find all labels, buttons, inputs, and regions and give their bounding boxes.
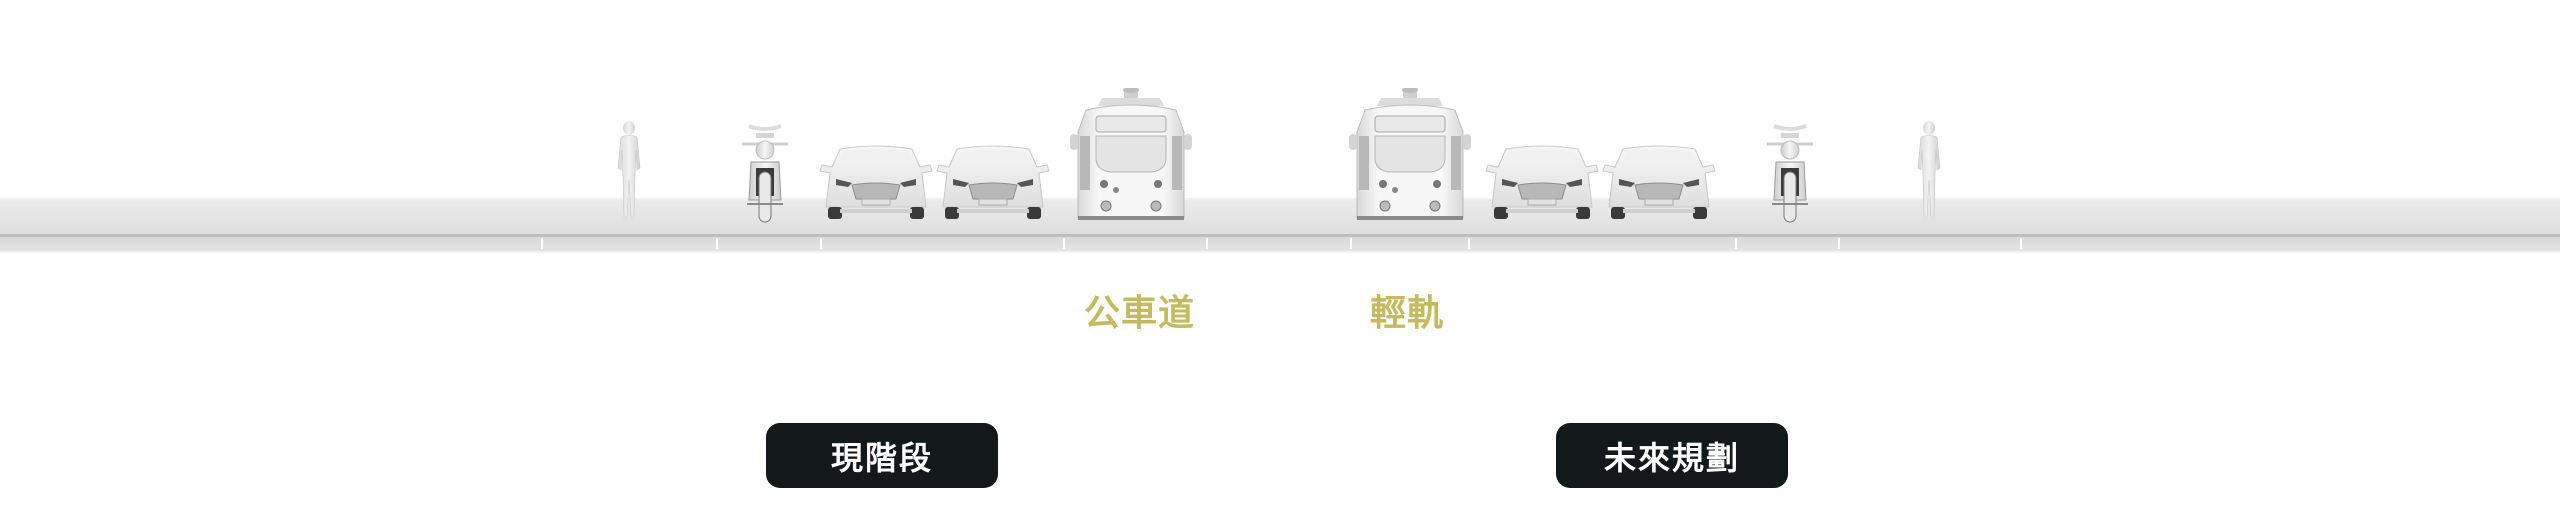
lane-divider-tick <box>1063 238 1065 249</box>
motorcycle-icon <box>739 122 791 226</box>
lane-divider-tick <box>1735 238 1737 249</box>
road-surface <box>0 198 2560 234</box>
lane-divider-tick <box>1838 238 1840 249</box>
car-icon <box>1601 145 1717 222</box>
future-plan-button[interactable]: 未來規劃 <box>1556 423 1788 488</box>
motorcycle-icon <box>1764 122 1816 226</box>
light-rail-label: 輕軌 <box>1370 293 1445 334</box>
car-icon <box>1484 145 1600 222</box>
road-shadow <box>0 251 2560 254</box>
lane-divider-tick <box>820 238 822 249</box>
lane-divider-tick <box>1206 238 1208 249</box>
lane-divider-tick <box>716 238 718 249</box>
car-icon <box>935 145 1051 222</box>
road-curb <box>0 237 2560 251</box>
car-icon <box>818 145 934 222</box>
bus-lane-label: 公車道 <box>1084 293 1196 334</box>
pedestrian-icon <box>612 120 646 224</box>
lane-divider-tick <box>541 238 543 249</box>
current-phase-button[interactable]: 現階段 <box>766 423 998 488</box>
tram-icon <box>1347 88 1473 224</box>
lane-divider-tick <box>2020 238 2022 249</box>
bus-icon <box>1068 88 1194 224</box>
lane-divider-tick <box>1468 238 1470 249</box>
road-curb-line <box>0 234 2560 237</box>
pedestrian-icon <box>1912 120 1946 224</box>
lane-divider-tick <box>1350 238 1352 249</box>
